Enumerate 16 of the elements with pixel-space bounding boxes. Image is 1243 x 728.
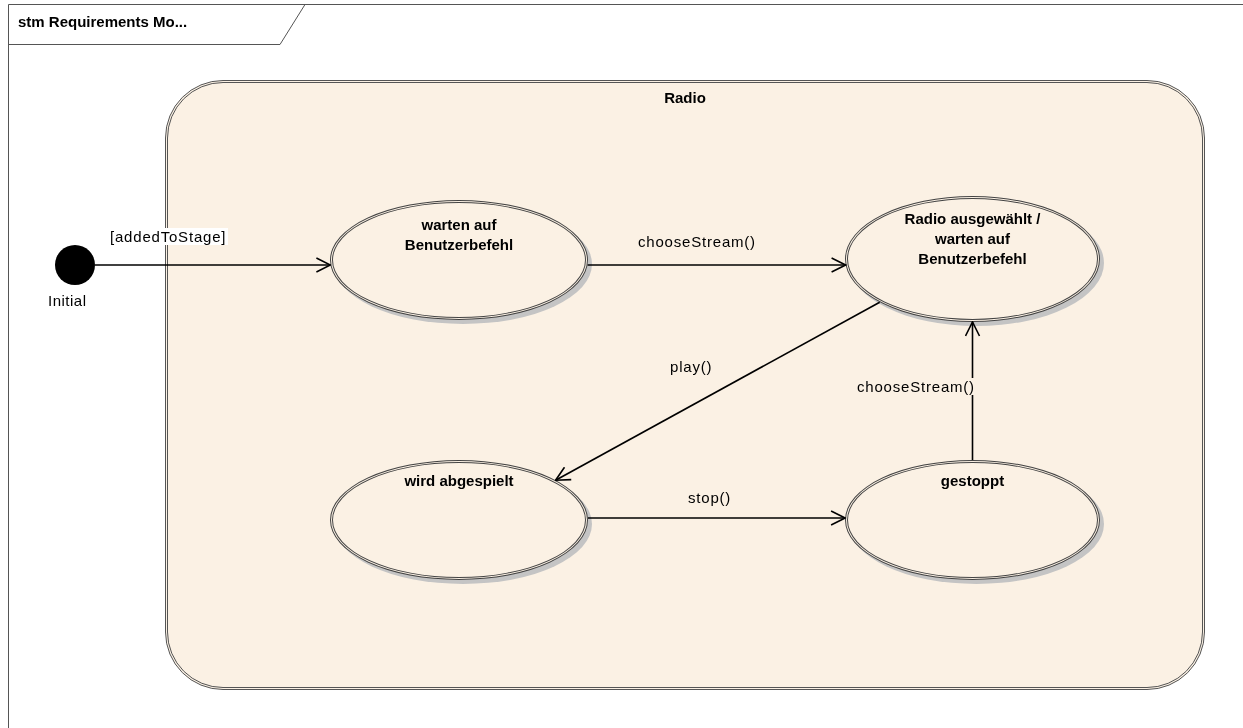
transition-arrow (94, 257, 332, 273)
transition-arrow (586, 257, 847, 273)
state-name: Radio ausgewählt / warten auf Benutzerbefehl (903, 209, 1042, 269)
state-name: warten auf Benutzerbefehl (403, 215, 515, 255)
edge-label: chooseStream() (636, 233, 758, 250)
edge-label: chooseStream() (855, 378, 977, 395)
edge-label: [addedToStage] (108, 228, 229, 245)
state-caption: Initial (48, 292, 87, 309)
initial-state-dot (55, 245, 95, 285)
state-name: Radio (663, 89, 707, 106)
state-name: gestoppt (939, 471, 1006, 491)
transition-arrow (964, 321, 981, 461)
frame-title: stm Requirements Mo... (18, 13, 188, 30)
transition-arrow (554, 301, 881, 481)
state-name: wird abgespielt (403, 471, 515, 491)
transition-arrow (587, 510, 846, 526)
